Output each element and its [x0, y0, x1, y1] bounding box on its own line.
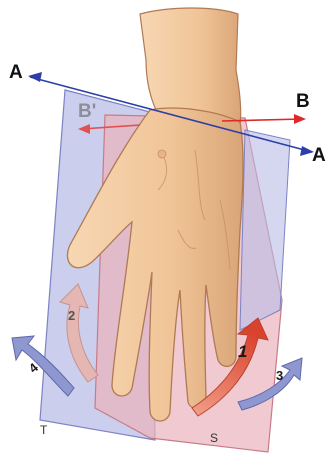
label-axis-b-prime: B'	[78, 101, 96, 122]
forearm	[140, 8, 241, 125]
label-plane-t: T	[40, 423, 48, 437]
axis-a-arrow-left	[28, 72, 42, 82]
label-axis-a-left: A	[9, 62, 23, 83]
label-axis-a-right: A	[312, 145, 326, 166]
label-arrow-3: 3	[276, 368, 283, 383]
axis-b-arrow	[294, 114, 306, 124]
label-arrow-2: 2	[68, 308, 75, 323]
label-arrow-1: 1	[238, 342, 247, 361]
wrist-bump	[158, 150, 166, 158]
label-plane-s: S	[210, 431, 218, 445]
label-axis-b: B	[296, 91, 310, 112]
